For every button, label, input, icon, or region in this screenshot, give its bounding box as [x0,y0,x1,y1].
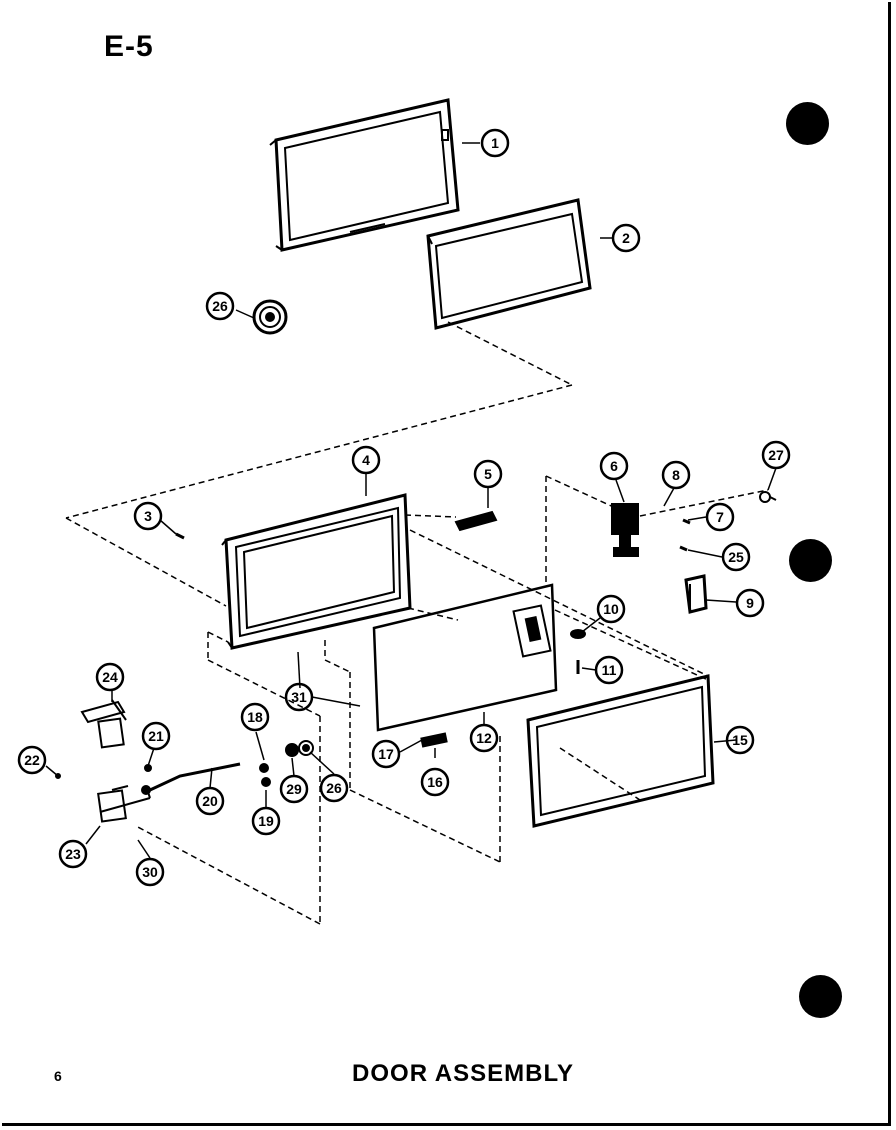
callout-1: 1 [491,135,499,151]
callout-12: 12 [476,730,492,746]
part-linkage [55,699,314,823]
callout-22: 22 [24,752,40,768]
callout-29: 29 [286,781,302,797]
callout-26-roller: 26 [212,298,228,314]
callout-30: 30 [142,864,158,880]
page-title: DOOR ASSEMBLY [352,1060,574,1087]
part-small-hardware [175,491,777,748]
callout-2: 2 [622,230,630,246]
callout-18: 18 [247,709,263,725]
callout-26-linkage: 26 [326,780,342,796]
callout-5: 5 [484,466,492,482]
page-number: 6 [54,1068,62,1084]
part-top-frame [269,98,460,252]
page-code: E-5 [104,30,154,63]
callout-11: 11 [602,662,617,678]
callout-labels: 1 2 26 3 4 5 6 8 7 25 9 10 11 12 15 16 1… [24,135,784,880]
callout-8: 8 [672,467,680,483]
callout-31: 31 [291,689,307,705]
callout-3: 3 [144,508,152,524]
callout-20: 20 [202,793,218,809]
binder-hole-middle [789,539,832,582]
callout-10: 10 [603,601,619,617]
part-gasket [526,674,715,828]
callout-4: 4 [362,452,370,468]
binder-hole-bottom [799,975,842,1018]
callout-25: 25 [728,549,744,565]
callout-circles [17,128,791,887]
callout-23: 23 [65,846,81,862]
callout-9: 9 [746,595,754,611]
part-roller [252,299,288,335]
callout-17: 17 [378,746,394,762]
leader-lines [45,142,777,859]
construction-lines [65,321,769,925]
callout-6: 6 [610,458,618,474]
callout-27: 27 [768,447,784,463]
callout-21: 21 [148,728,164,744]
binder-hole-top [786,102,829,145]
callout-16: 16 [427,774,443,790]
part-frame [426,198,592,330]
part-door-panel [372,583,558,732]
callout-7: 7 [716,509,724,525]
callout-15: 15 [732,732,748,748]
callout-24: 24 [102,669,118,685]
callout-19: 19 [258,813,274,829]
